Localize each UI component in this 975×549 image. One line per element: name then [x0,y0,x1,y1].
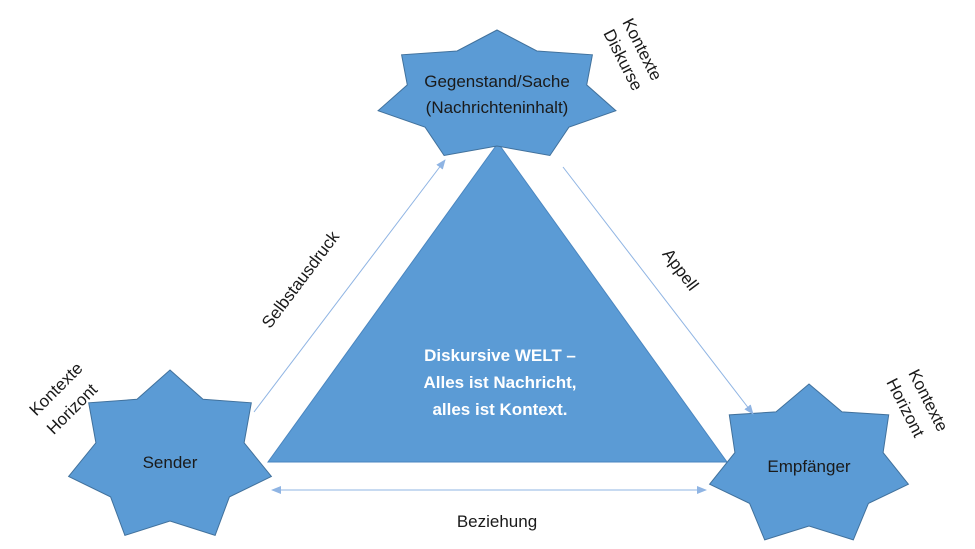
central-triangle [267,142,728,463]
sender-label: Sender [143,453,198,472]
edge-label-beziehung: Beziehung [457,512,537,531]
star-sender-node [67,369,273,537]
receiver-label: Empfänger [767,457,850,476]
arrow-appell [562,166,754,415]
star-receiver-node [708,383,910,541]
center-text-line1: Diskursive WELT – [424,346,576,365]
arrow-selbstausdruck [253,159,446,413]
center-text-line2: Alles ist Nachricht, [423,373,576,392]
center-text-line3: alles ist Kontext. [432,400,567,419]
edge-label-appell: Appell [659,245,703,294]
top-node-label-line2: (Nachrichteninhalt) [426,98,569,117]
top-node-label-line1: Gegenstand/Sache [424,72,570,91]
edge-label-selbstausdruck: Selbstausdruck [258,227,343,332]
star-top-node [377,29,617,157]
